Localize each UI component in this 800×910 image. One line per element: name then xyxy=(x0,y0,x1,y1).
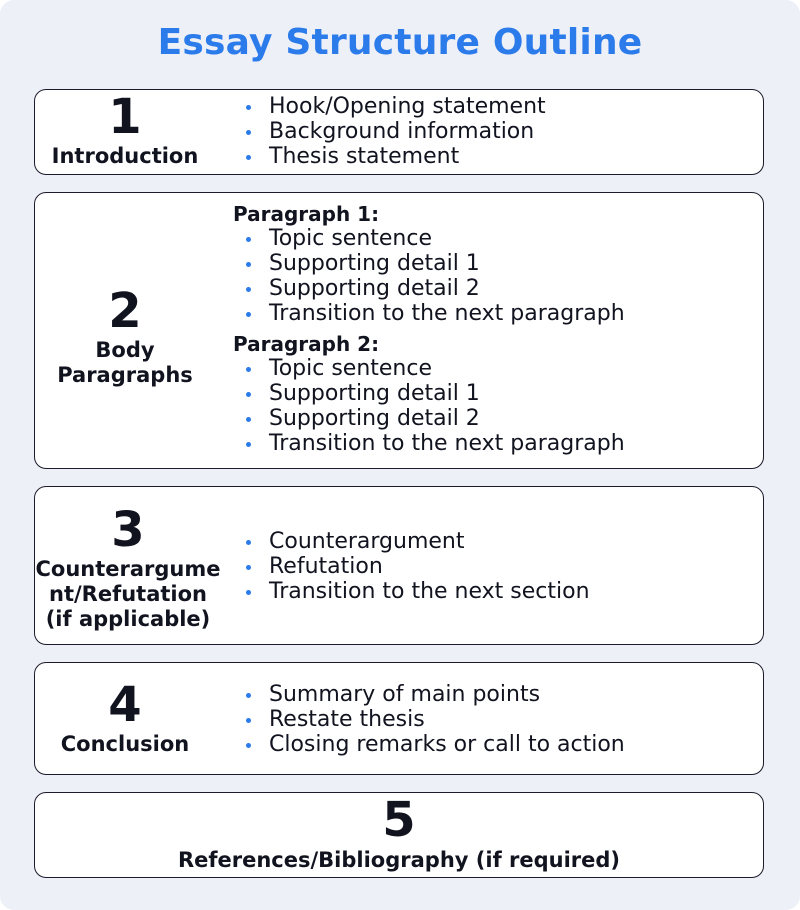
section-items: Hook/Opening statement Background inform… xyxy=(233,94,546,169)
section-counterargument: 3 Counterargume nt/Refutation (if applic… xyxy=(34,486,764,645)
section-label: 5 References/Bibliography (if required) xyxy=(35,792,763,873)
section-label: 1 Introduction xyxy=(35,89,215,169)
page-title: Essay Structure Outline xyxy=(157,22,643,63)
list-item: Supporting detail 2 xyxy=(233,406,625,431)
section-name-line: nt/Refutation xyxy=(49,582,207,606)
section-body-paragraphs: 2 Body Paragraphs Paragraph 1: Topic sen… xyxy=(34,192,764,469)
paragraph-heading: Paragraph 1: xyxy=(233,202,380,226)
section-items: Counterargument Refutation Transition to… xyxy=(233,529,590,604)
section-items: Summary of main points Restate thesis Cl… xyxy=(233,682,625,757)
list-item: Transition to the next section xyxy=(233,579,590,604)
section-label: 4 Conclusion xyxy=(35,677,215,757)
section-number: 5 xyxy=(382,792,416,848)
list-item: Topic sentence xyxy=(233,226,625,251)
list-item: Supporting detail 1 xyxy=(233,381,625,406)
section-name-line: (if applicable) xyxy=(45,607,211,631)
section-references: 5 References/Bibliography (if required) xyxy=(34,792,764,878)
list-item: Topic sentence xyxy=(233,356,625,381)
section-label: 3 Counterargume nt/Refutation (if applic… xyxy=(35,502,221,632)
section-conclusion: 4 Conclusion Summary of main points Rest… xyxy=(34,662,764,775)
section-introduction: 1 Introduction Hook/Opening statement Ba… xyxy=(34,89,764,175)
section-name-line: Body xyxy=(95,338,155,362)
section-label: 2 Body Paragraphs xyxy=(35,283,215,388)
section-name: Conclusion xyxy=(60,732,190,756)
list-item: Background information xyxy=(233,119,546,144)
list-item: Transition to the next paragraph xyxy=(233,431,625,456)
section-number: 1 xyxy=(108,89,142,145)
list-item: Supporting detail 2 xyxy=(233,276,625,301)
list-item: Thesis statement xyxy=(233,144,546,169)
paragraph-items: Topic sentence Supporting detail 1 Suppo… xyxy=(233,356,625,456)
list-item: Transition to the next paragraph xyxy=(233,301,625,326)
section-name: Introduction xyxy=(51,144,199,168)
list-item: Supporting detail 1 xyxy=(233,251,625,276)
section-name-line: Paragraphs xyxy=(57,363,193,387)
list-item: Refutation xyxy=(233,554,590,579)
paragraph-items: Topic sentence Supporting detail 1 Suppo… xyxy=(233,226,625,326)
section-number: 2 xyxy=(108,283,142,339)
paragraph-heading: Paragraph 2: xyxy=(233,332,380,356)
list-item: Summary of main points xyxy=(233,682,625,707)
list-item: Counterargument xyxy=(233,529,590,554)
list-item: Restate thesis xyxy=(233,707,625,732)
section-number: 4 xyxy=(108,677,142,733)
section-number: 3 xyxy=(111,502,145,558)
section-name-line: Counterargume xyxy=(35,557,221,581)
section-name: References/Bibliography (if required) xyxy=(177,848,621,872)
list-item: Closing remarks or call to action xyxy=(233,732,625,757)
list-item: Hook/Opening statement xyxy=(233,94,546,119)
